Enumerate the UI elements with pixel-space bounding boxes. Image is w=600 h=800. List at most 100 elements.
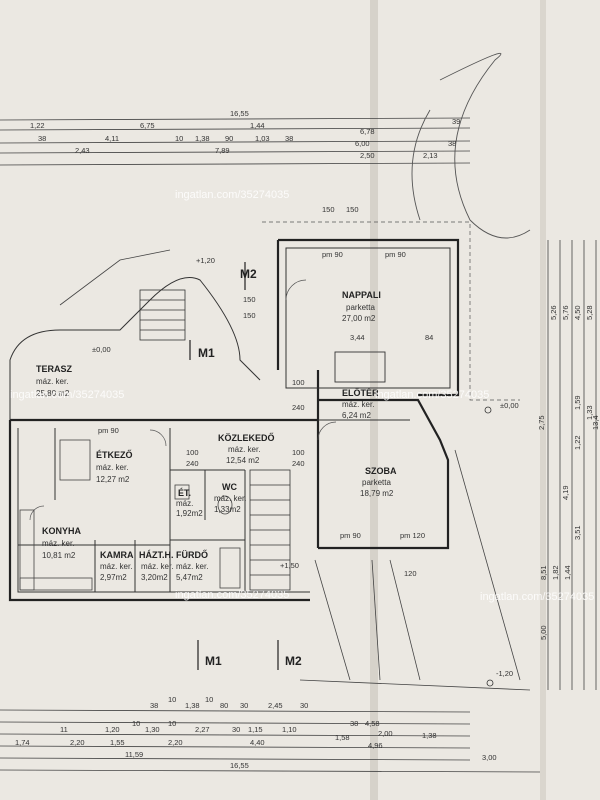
bathroom-fixtures [174,484,241,589]
room-name: ÉTKEZŐ [96,449,133,460]
dim-label: 6,78 [360,127,375,136]
level-marker [486,679,494,687]
room-area: 6,24 m2 [342,411,371,420]
dim-label: 4,11 [105,134,119,143]
dim-label: 10 [205,695,213,704]
dim-label: 1,38 [195,134,210,143]
watermark: ingatlan.com/35274035 [175,589,289,601]
room-name: FÜRDŐ [176,549,208,560]
dim-label: 5,00 [539,625,548,640]
dim-label: 84 [425,333,433,342]
section-lines [189,262,279,670]
dim-label: 1,82 [551,565,560,580]
room-floor: máz. ker. [100,562,132,571]
room-floor: máz. ker. [42,539,74,548]
dim-label: 240 [186,459,199,468]
level-label: +1,50 [280,561,299,570]
dim-label: 1,15 [248,725,263,734]
room-floor: máz. ker. [36,377,68,386]
dim-label: 2,43 [75,146,90,155]
dim-label: 30 [240,701,248,710]
dim-label: 150 [243,311,256,320]
room-area: 1,92m2 [176,509,203,518]
dim-label: 8,51 [539,565,548,580]
dim-label: 1,22 [573,435,582,450]
room-konyha: KONYHA máz. ker. 10,81 m2 [42,526,82,560]
room-floor: máz. ker. [214,494,246,503]
dim-label: 1,22 [30,121,45,130]
dim-label: 100 [292,448,305,457]
paper-fold [540,0,546,800]
room-szoba: SZOBA parketta 18,79 m2 [360,466,397,498]
room-floor: máz. ker. [228,445,260,454]
opening-label: pm 90 [322,250,343,259]
dim-label: 5,28 [585,305,594,320]
garden-curve [439,52,531,239]
room-name: KÖZLEKEDŐ [218,432,275,443]
entry-ramp [299,449,531,691]
dim-label: 2,27 [195,725,210,734]
dim-label: 30 [300,701,308,710]
dim-label: 11,59 [125,750,143,759]
exterior-walls [8,238,460,602]
dim-label: 10 [175,134,183,143]
dim-label: 38 [38,134,46,143]
level-label: ±0,00 [92,345,111,354]
dim-label: 13,4 [591,415,600,430]
dim-label: 1,33 [585,405,594,420]
terrace-edge [59,249,171,306]
dim-label: 2,13 [423,151,438,160]
dim-label: 2,00 [378,729,393,738]
dim-label: 2,50 [360,151,375,160]
dim-label: 90 [225,134,233,143]
top-dimension-lines [0,117,471,166]
room-hazt: HÁZT.H. máz. ker. 3,20m2 [139,550,174,582]
room-area: 12,27 m2 [96,475,130,484]
dim-label: 10 [168,719,176,728]
level-label: -1,20 [496,669,513,678]
dim-label: 10 [168,695,176,704]
watermark: ingatlan.com/35274035 [175,189,289,201]
right-dimension-lines [547,240,597,690]
dim-label: 4,96 [368,741,383,750]
dim-label: 1,10 [282,725,297,734]
opening-label: pm 120 [400,531,425,540]
room-name: TERASZ [36,364,73,374]
dim-label: 1,44 [250,121,265,130]
dim-overall-bottom: 16,55 [230,761,249,770]
inner-walls [17,247,451,593]
room-kozlekedo: KÖZLEKEDŐ máz. ker. 12,54 m2 [218,432,275,465]
room-area: 1,33m2 [214,505,241,514]
dim-label: 4,19 [561,485,570,500]
dim-label: 1,20 [105,725,120,734]
dim-label: 120 [404,569,417,578]
dim-label: 5,26 [549,305,558,320]
terrace-outline [9,277,261,420]
room-nappali: NAPPALI parketta 27,00 m2 [342,290,381,323]
dim-label: 3,00 [482,753,497,762]
dim-label: 100 [186,448,199,457]
dim-label: 38 [448,139,456,148]
room-floor: máz. ker. [141,562,173,571]
dim-label: 240 [292,403,305,412]
fireplace [334,351,386,383]
room-et: ÉT. máz. 1,92m2 [176,488,203,518]
room-area: 3,20m2 [141,573,168,582]
room-floor: parketta [362,478,391,487]
dim-label: 240 [292,459,305,468]
room-area: 12,54 m2 [226,456,260,465]
garden-curve [411,109,431,221]
opening-label: pm 90 [98,426,119,435]
level-marker [484,406,492,414]
room-area: 27,00 m2 [342,314,376,323]
room-name: KONYHA [42,526,82,536]
bottom-dimension-lines [0,709,541,773]
dim-label: 6,00 [355,139,370,148]
section-label-m2: M2 [285,654,302,668]
dim-label: 6,75 [140,121,155,130]
room-name: KAMRA [100,550,134,560]
room-name: NAPPALI [342,290,381,300]
dim-label: 1,03 [255,134,270,143]
room-eloter: ELŐTÉR máz. ker. 6,24 m2 [342,387,379,420]
